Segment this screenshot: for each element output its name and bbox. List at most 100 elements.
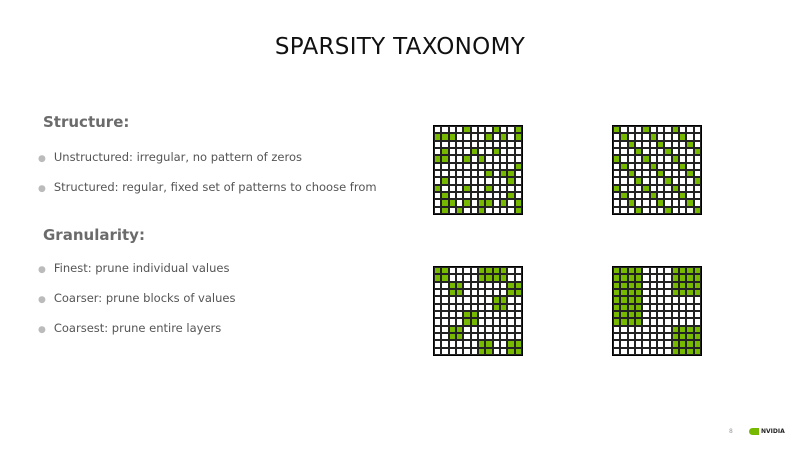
grid-cell-nonzero [686, 170, 694, 178]
grid-cell-zero [492, 289, 501, 297]
grid-cell-zero [448, 347, 457, 356]
grid-cell-zero [671, 192, 680, 200]
grid-cell-nonzero [434, 267, 442, 275]
grid-cell-nonzero [679, 289, 687, 297]
grid-cell-nonzero [664, 206, 672, 215]
grid-cell-zero [485, 148, 493, 156]
section-heading-structure: Structure: [43, 113, 130, 131]
grid-cell-zero [492, 340, 501, 348]
grid-cell-zero [664, 199, 672, 207]
grid-cell-zero [448, 192, 457, 200]
grid-cell-zero [642, 140, 650, 149]
grid-cell-zero [485, 325, 493, 334]
grid-cell-nonzero [507, 340, 515, 348]
grid-cell-nonzero [649, 192, 658, 200]
grid-cell-nonzero [635, 274, 643, 282]
grid-cell-nonzero [686, 199, 694, 207]
grid-cell-zero [657, 281, 665, 290]
grid-cell-nonzero [500, 296, 508, 304]
grid-cell-zero [463, 170, 471, 178]
grid-cell-zero [500, 206, 508, 215]
grid-cell-zero [448, 170, 457, 178]
grid-cell-nonzero [470, 148, 479, 156]
grid-cell-zero [686, 155, 694, 163]
grid-cell-zero [478, 333, 486, 341]
grid-cell-zero [485, 155, 493, 163]
grid-cell-zero [434, 177, 442, 185]
grid-cell-zero [441, 170, 449, 178]
grid-cell-nonzero [693, 267, 702, 275]
grid-cell-zero [478, 289, 486, 297]
grid-cell-zero [679, 140, 687, 149]
grid-cell-zero [470, 177, 479, 185]
grid-cell-zero [492, 281, 501, 290]
grid-cell-zero [686, 126, 694, 134]
grid-cell-zero [456, 155, 464, 163]
grid-cell-zero [514, 311, 523, 319]
grid-cell-zero [649, 318, 658, 326]
grid-cell-zero [500, 162, 508, 171]
grid-cell-zero [635, 126, 643, 134]
grid-cell-zero [679, 184, 687, 193]
grid-cell-zero [635, 192, 643, 200]
grid-cell-zero [478, 281, 486, 290]
grid-cell-zero [485, 318, 493, 326]
grid-cell-nonzero [463, 311, 471, 319]
grid-cell-zero [664, 311, 672, 319]
grid-cell-zero [635, 133, 643, 141]
grid-cell-zero [485, 192, 493, 200]
grid-cell-nonzero [671, 289, 680, 297]
grid-cell-zero [627, 133, 636, 141]
grid-cell-nonzero [485, 133, 493, 141]
grid-cell-zero [441, 311, 449, 319]
grid-cell-zero [441, 162, 449, 171]
grid-cell-zero [434, 296, 442, 304]
grid-cell-nonzero [456, 325, 464, 334]
grid-cell-nonzero [441, 133, 449, 141]
grid-cell-zero [627, 177, 636, 185]
grid-cell-zero [500, 347, 508, 356]
grid-cell-nonzero [620, 267, 628, 275]
grid-cell-zero [620, 206, 628, 215]
grid-cell-zero [470, 155, 479, 163]
grid-cell-zero [507, 155, 515, 163]
grid-cell-zero [470, 333, 479, 341]
grid-cell-zero [485, 177, 493, 185]
grid-cell-zero [649, 289, 658, 297]
grid-cell-zero [693, 126, 702, 134]
grid-cell-zero [627, 184, 636, 193]
grid-cell-nonzero [671, 184, 680, 193]
grid-cell-nonzero [448, 289, 457, 297]
grid-cell-zero [492, 347, 501, 356]
grid-cell-nonzero [448, 281, 457, 290]
grid-cell-nonzero [627, 289, 636, 297]
grid-cell-zero [642, 303, 650, 312]
grid-cell-zero [620, 148, 628, 156]
grid-cell-nonzero [642, 126, 650, 134]
grid-cell-zero [492, 162, 501, 171]
grid-cell-zero [434, 206, 442, 215]
grid-cell-nonzero [664, 177, 672, 185]
grid-cell-zero [470, 140, 479, 149]
grid-cell-zero [441, 296, 449, 304]
grid-cell-zero [657, 133, 665, 141]
grid-cell-zero [514, 267, 523, 275]
grid-cell-zero [441, 289, 449, 297]
grid-cell-zero [470, 267, 479, 275]
grid-cell-zero [500, 281, 508, 290]
grid-cell-zero [642, 148, 650, 156]
grid-cell-zero [441, 333, 449, 341]
grid-cell-zero [478, 177, 486, 185]
grid-cell-nonzero [693, 325, 702, 334]
grid-cell-zero [448, 162, 457, 171]
grid-cell-nonzero [693, 148, 702, 156]
grid-cell-zero [456, 140, 464, 149]
grid-cell-zero [657, 177, 665, 185]
grid-cell-zero [613, 347, 621, 356]
grid-cell-nonzero [492, 148, 501, 156]
grid-cell-zero [664, 184, 672, 193]
grid-cell-zero [463, 333, 471, 341]
grid-cell-zero [642, 311, 650, 319]
grid-cell-zero [620, 155, 628, 163]
grid-cell-zero [507, 206, 515, 215]
